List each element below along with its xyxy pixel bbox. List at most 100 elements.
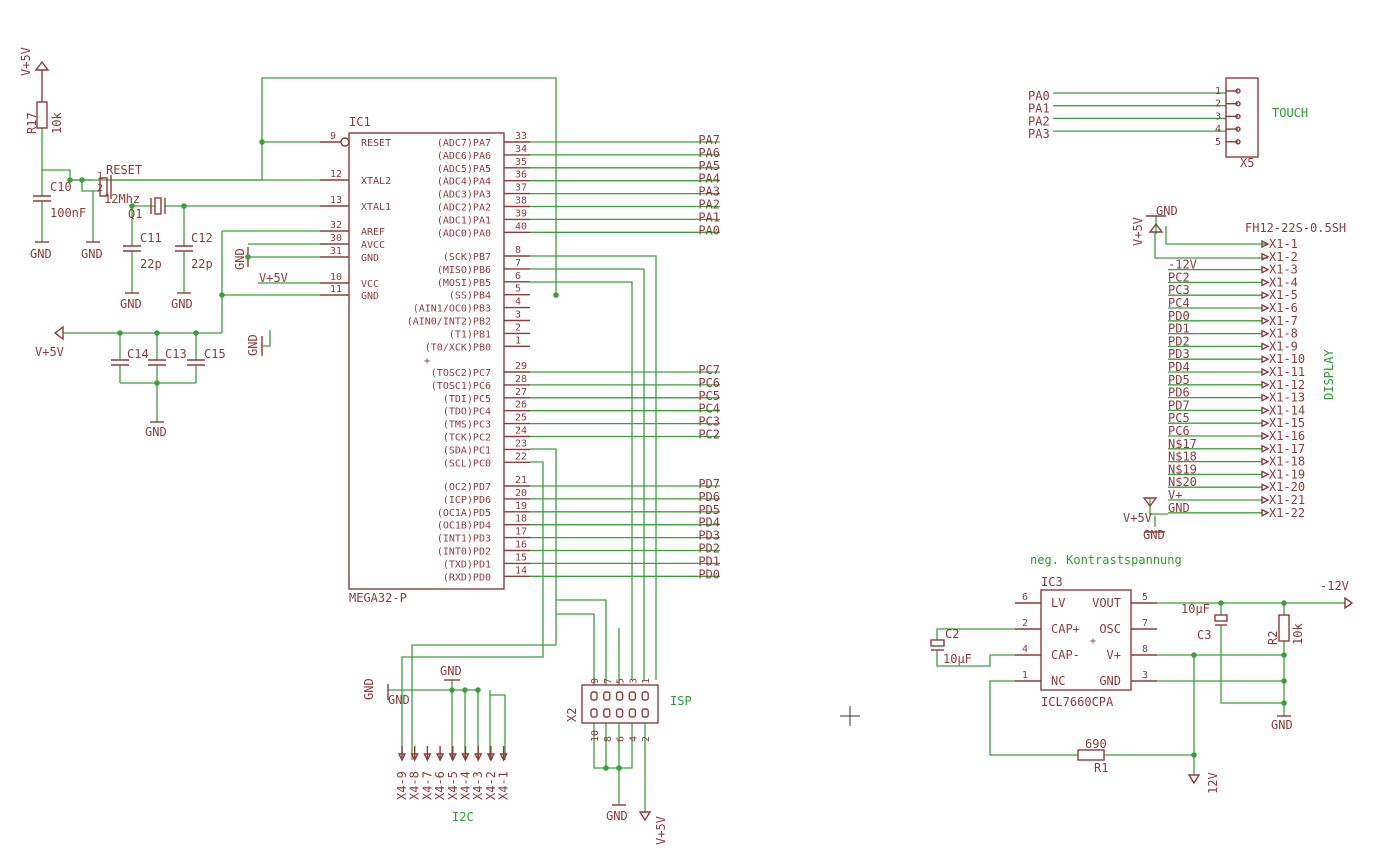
wire: [989, 680, 1078, 756]
ic3-pin-number: 6: [1022, 592, 1028, 603]
ic1-pin-number: 8: [515, 245, 521, 256]
junction-dot: [193, 330, 199, 336]
x1-pin-label: X1-6: [1269, 301, 1298, 315]
ic1-pin-number: 9: [330, 131, 336, 142]
ic3-pin-name: LV: [1051, 596, 1065, 610]
reset-net: [41, 128, 92, 181]
x1-pin-label: X1-17: [1269, 442, 1305, 456]
ic1-pin-name: VCC: [361, 279, 379, 290]
ic1-pin-name: (ADC5)PA5: [437, 164, 491, 175]
x4-pin-label: X4-9: [395, 771, 409, 800]
ic1-pin-number: 10: [330, 272, 342, 283]
ic1-pin-name: (SCK)PB7: [443, 252, 491, 263]
x2-pin-pad: [590, 691, 598, 701]
x1-pin-label: X1-21: [1269, 493, 1305, 507]
ic1-pin-name: (TDI)PC5: [443, 394, 491, 405]
ic1-pin-number: 16: [515, 540, 527, 551]
c10-value: 100nF: [50, 206, 86, 220]
junction-dot: [1281, 700, 1287, 706]
x1-pin-label: X1-22: [1269, 506, 1305, 520]
junction-dot: [129, 203, 135, 209]
x1-pin-label: X1-7: [1269, 314, 1298, 328]
x1-pin-arrow-icon: [1261, 444, 1270, 453]
c2-label: C2: [945, 627, 959, 641]
x1-pin-arrow-icon: [1261, 355, 1270, 364]
junction-dot: [1218, 600, 1224, 606]
x1-net-label: N$18: [1168, 450, 1197, 464]
junction-dot: [1281, 600, 1287, 606]
ic1-pin-number: 4: [515, 297, 521, 308]
net-label-PD3: PD3: [698, 529, 720, 543]
ic3-pin-name: CAP-: [1051, 648, 1080, 662]
x1-pin-arrow-icon: [1261, 470, 1270, 479]
x1-part: FH12-22S-0.5SH: [1245, 221, 1346, 235]
reset-pin1: 1: [97, 171, 103, 182]
sck: [530, 255, 657, 680]
x1-net-label: PC5: [1168, 411, 1190, 425]
ic3-pin-name: GND: [1099, 674, 1121, 688]
junction-dot: [259, 139, 265, 145]
c2-value: 10µF: [943, 652, 972, 666]
ic1-pin-name: XTAL1: [361, 202, 391, 213]
ic1-pin-name: (AIN0/INT2)PB2: [407, 317, 491, 328]
ic1-reset-inverter: [340, 137, 350, 147]
x5-pin-dot: [1235, 88, 1241, 94]
ic1-pin-number: 35: [515, 157, 527, 168]
ic3-pin-name: VOUT: [1092, 596, 1121, 610]
x1-pin-arrow-icon: [1261, 316, 1270, 325]
junction-dot: [1281, 678, 1287, 684]
x4-pin-label: X4-7: [420, 771, 434, 800]
q1-body: [154, 197, 162, 215]
ic1-pin-name: (OC1A)PD5: [437, 508, 491, 519]
ic1-pin-number: 38: [515, 196, 527, 207]
x5-name: X5: [1240, 156, 1254, 170]
x2-body: [581, 684, 659, 724]
net-label-PC7: PC7: [698, 363, 720, 377]
x1-pin-label: X1-18: [1269, 455, 1305, 469]
x2-pin-pad: [590, 708, 598, 718]
v5-arrow-icon: [1148, 222, 1164, 233]
x1-pin-label: X1-2: [1269, 250, 1298, 264]
ic1-pin-number: 26: [515, 400, 527, 411]
ic1-pin-number: 33: [515, 131, 527, 142]
net-label-PD7: PD7: [698, 477, 720, 491]
ic1-pin-name: XTAL2: [361, 176, 391, 187]
ic1-pin-name: (ADC3)PA3: [437, 190, 491, 201]
r17-body: [36, 101, 48, 129]
junction-dot: [79, 177, 85, 183]
x1-net-label: N$20: [1168, 475, 1197, 489]
x5-pin-dot: [1235, 126, 1241, 132]
x1-pin-label: X1-1: [1269, 237, 1298, 251]
net-label-PA7: PA7: [698, 133, 720, 147]
pb0-gnd: [262, 330, 271, 347]
ic1-pin-name: (TMS)PC3: [443, 420, 491, 431]
x1-pin-arrow-icon: [1261, 495, 1270, 505]
x1-pin-label: X1-9: [1269, 339, 1298, 353]
ic1-pin-number: 28: [515, 374, 527, 385]
x1-net-label: PD5: [1168, 373, 1190, 387]
ic1-pin-name: (AIN1/OC0)PB3: [413, 304, 491, 315]
x1-display-label: DISPLAY: [1322, 349, 1336, 400]
wire: [556, 613, 595, 685]
v12-label: 12V: [1206, 772, 1220, 794]
net-label-PD6: PD6: [698, 490, 720, 504]
c10-label: C10: [50, 180, 72, 194]
x2-top-pin-number: 3: [628, 678, 639, 684]
net-label-PC5: PC5: [698, 389, 720, 403]
x5-net-PA1: PA1: [1028, 102, 1050, 116]
x1-pin-arrow-icon: [1261, 291, 1270, 300]
ic1-left-pins: 9RESET12XTAL213XTAL132AREF30AVCC31GND10V…: [330, 131, 391, 302]
power-section: V+5V R17 10k C10 100nF GND GND RESET 1 2…: [19, 47, 288, 439]
x1-v5: V+5V: [1131, 217, 1145, 246]
x1-gnd-bottom: GND: [1143, 528, 1165, 542]
c12-value: 22p: [191, 257, 213, 271]
x1-pin-label: X1-19: [1269, 467, 1305, 481]
x1-pin-arrow-icon: [1261, 303, 1270, 313]
x1-pin-arrow-icon: [1261, 342, 1270, 351]
x5-net-PA0: PA0: [1028, 89, 1050, 103]
c15-label: C15: [204, 347, 226, 361]
x1-pin-arrow-icon: [1261, 367, 1270, 377]
ic1-pin-name: (ADC4)PA4: [437, 177, 491, 188]
x5-net-PA3: PA3: [1028, 127, 1050, 141]
